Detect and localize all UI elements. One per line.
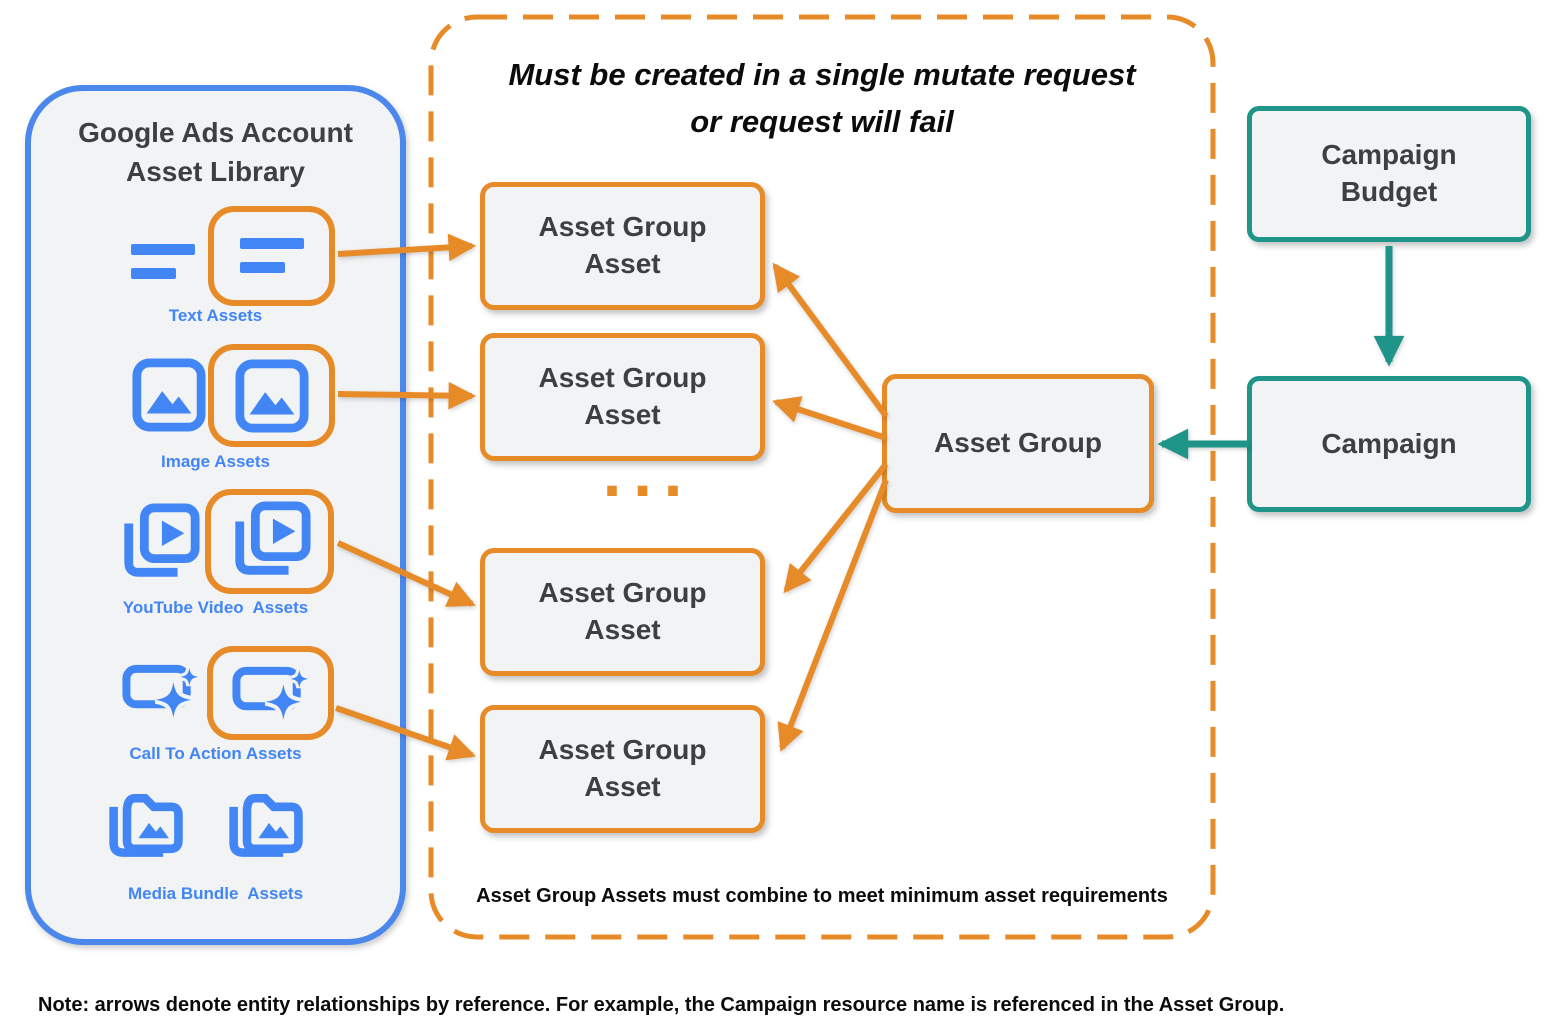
youtube-video-assets-label: YouTube Video Assets bbox=[122, 598, 309, 617]
media-bundle-asset-icon bbox=[109, 793, 183, 857]
asset-group-asset-node-2: Asset Group Asset bbox=[480, 333, 765, 461]
text-asset-icon bbox=[239, 238, 304, 273]
call-to-action-assets-label: Call To Action Assets bbox=[129, 744, 302, 763]
call-to-action-asset-icon bbox=[122, 664, 199, 719]
asset-library-title-line1: Google Ads Account bbox=[78, 117, 353, 148]
image-assets-label: Image Assets bbox=[161, 452, 270, 471]
asset-group-node: Asset Group bbox=[882, 374, 1154, 513]
ellipsis: ... bbox=[601, 446, 694, 509]
youtube-video-asset-highlight bbox=[205, 489, 334, 594]
youtube-video-asset-icon bbox=[124, 503, 200, 577]
text-asset-icon bbox=[131, 244, 195, 279]
youtube-video-asset-icon bbox=[234, 500, 311, 575]
campaign-budget-node: Campaign Budget bbox=[1247, 106, 1531, 242]
media-bundle-assets-label: Media Bundle Assets bbox=[127, 884, 304, 903]
asset-group-asset-node-4: Asset Group Asset bbox=[480, 705, 765, 833]
image-asset-highlight bbox=[208, 344, 335, 447]
call-to-action-asset-icon bbox=[231, 666, 309, 721]
asset-requirements-caption: Asset Group Assets must combine to meet … bbox=[476, 885, 1168, 907]
call-to-action-asset-highlight bbox=[207, 646, 334, 740]
media-bundle-asset-icon bbox=[229, 793, 303, 857]
image-asset-icon bbox=[132, 358, 206, 432]
mutate-request-title-line2: or request will fail bbox=[690, 103, 954, 139]
asset-library-title-line2: Asset Library bbox=[126, 155, 305, 187]
image-asset-icon bbox=[234, 358, 309, 433]
asset-group-asset-node-3: Asset Group Asset bbox=[480, 548, 765, 676]
mutate-request-title-line1: Must be created in a single mutate reque… bbox=[508, 57, 1136, 92]
text-asset-highlight bbox=[208, 206, 335, 306]
campaign-node: Campaign bbox=[1247, 376, 1531, 512]
footnote: Note: arrows denote entity relationships… bbox=[38, 994, 1285, 1016]
asset-group-asset-node-1: Asset Group Asset bbox=[480, 182, 765, 310]
asset-library-title: Google Ads Account Asset Library bbox=[25, 114, 406, 191]
text-assets-label: Text Assets bbox=[168, 306, 263, 325]
mutate-request-title: Must be created in a single mutate reque… bbox=[428, 52, 1216, 145]
campaign-budget-label: Campaign Budget bbox=[1321, 139, 1457, 207]
